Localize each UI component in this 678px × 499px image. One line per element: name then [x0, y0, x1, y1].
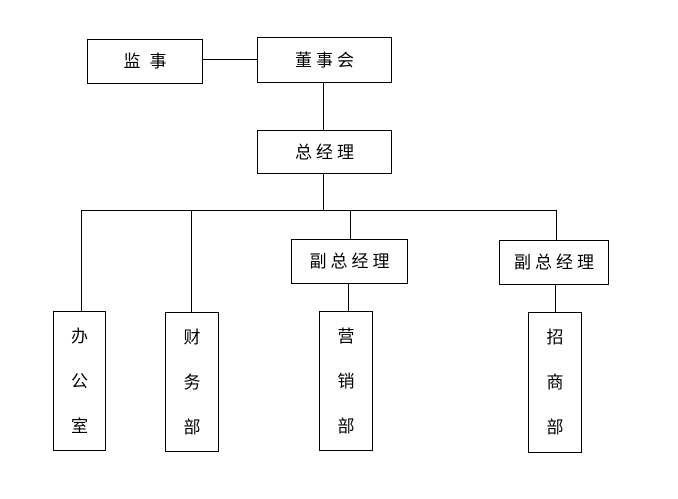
node-supervisor-label: 监事	[123, 52, 176, 71]
vertical-label-char: 部	[183, 417, 201, 437]
vertical-label-char: 销	[337, 371, 355, 391]
vertical-label-char: 商	[546, 373, 564, 392]
connector-deputy-left-marketing	[348, 283, 349, 312]
connector-deputy-right-investment	[555, 284, 556, 313]
connector-bus-deputy-gm-left	[350, 210, 351, 240]
node-deputy-gm-left: 副总经理	[291, 239, 408, 284]
vertical-label-char: 部	[337, 416, 355, 436]
vertical-label-char: 办	[71, 326, 88, 346]
node-deputy-gm-left-label: 副总经理	[309, 252, 394, 271]
vertical-label-char: 务	[183, 372, 201, 392]
node-deputy-gm-right: 副总经理	[499, 240, 609, 285]
node-deputy-gm-right-label: 副总经理	[514, 253, 598, 272]
vertical-label-char: 招	[546, 328, 564, 347]
node-general-manager: 总经理	[257, 130, 392, 174]
node-board-label: 董事会	[295, 50, 358, 70]
node-investment-dept: 招商部	[528, 312, 582, 453]
node-marketing-dept: 营销部	[319, 311, 373, 451]
node-general-manager-label: 总经理	[295, 142, 358, 162]
vertical-label-char: 公	[71, 371, 88, 391]
node-board: 董事会	[257, 37, 392, 83]
connector-bus-deputy-gm-right	[556, 210, 557, 241]
connector-supervisor-board	[203, 59, 257, 60]
connector-bus-finance-dept	[191, 210, 192, 312]
vertical-label-char: 营	[337, 326, 355, 346]
connector-general-manager-trunk	[323, 174, 324, 211]
node-supervisor: 监事	[87, 39, 203, 84]
connector-board-general-manager	[323, 83, 324, 130]
vertical-label-char: 室	[71, 416, 88, 436]
connector-distribution-bus	[81, 210, 557, 211]
node-office: 办公室	[53, 311, 106, 451]
vertical-label-char: 财	[183, 327, 201, 347]
vertical-label-char: 部	[546, 418, 564, 437]
node-finance-dept: 财务部	[165, 312, 219, 452]
connector-bus-office	[81, 210, 82, 311]
